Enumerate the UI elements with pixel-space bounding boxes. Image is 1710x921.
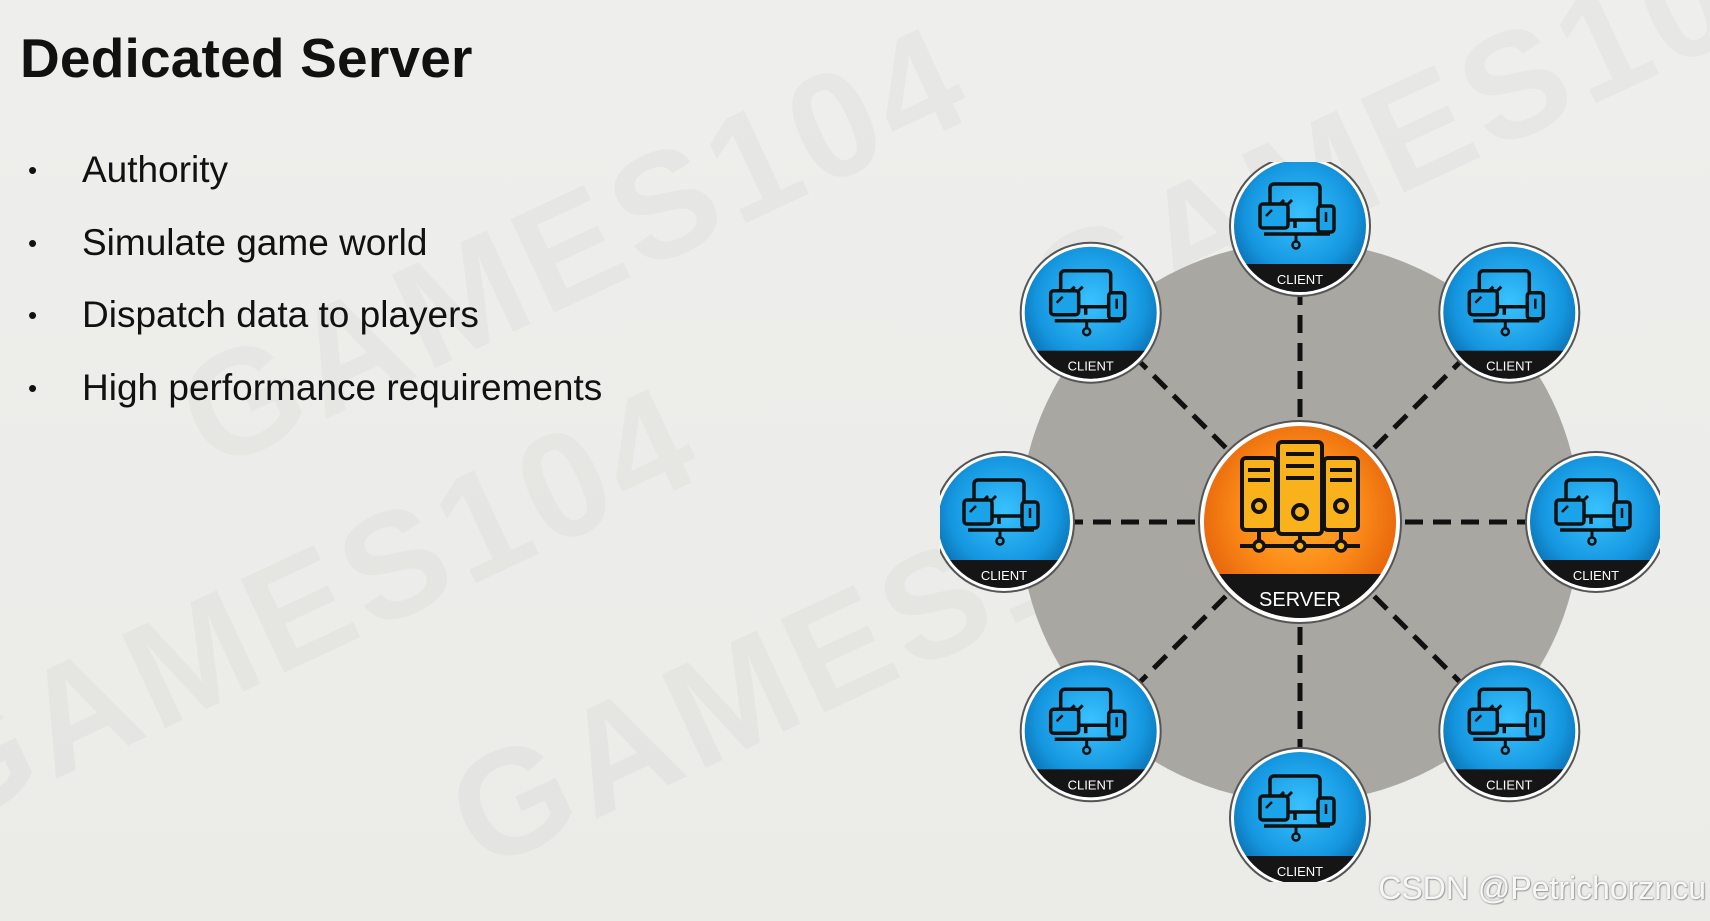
client-node-top: CLIENT bbox=[1229, 162, 1371, 297]
slide-title: Dedicated Server bbox=[20, 27, 473, 89]
client-node-top-right: CLIENT bbox=[1438, 241, 1581, 384]
network-diagram: SERVER CLIENTCLIENTCLIENTCLIENTCLIENTCLI… bbox=[940, 162, 1660, 882]
client-label: CLIENT bbox=[1068, 777, 1114, 792]
bullet-dot-icon: • bbox=[28, 372, 38, 403]
server-label: SERVER bbox=[1259, 589, 1341, 611]
client-label: CLIENT bbox=[1277, 272, 1323, 287]
client-node-bottom: CLIENT bbox=[1229, 747, 1371, 882]
client-nodes: CLIENT CLIENT CLIENT CLIENT CLIENT CLIENT CLIE… bbox=[940, 162, 1660, 882]
watermark: GAMES104 bbox=[0, 349, 725, 864]
client-label: CLIENT bbox=[1068, 359, 1114, 374]
client-label: CLIENT bbox=[981, 568, 1027, 583]
bullet-text: Simulate game world bbox=[82, 221, 428, 263]
client-label: CLIENT bbox=[1486, 359, 1532, 374]
client-node-top-left: CLIENT bbox=[1019, 241, 1162, 384]
client-label: CLIENT bbox=[1573, 568, 1619, 583]
bullet-text: High performance requirements bbox=[82, 366, 603, 408]
client-node-bottom-left: CLIENT bbox=[1019, 660, 1162, 803]
client-label: CLIENT bbox=[1277, 864, 1323, 879]
client-node-right: CLIENT bbox=[1525, 451, 1660, 593]
bullet-text: Authority bbox=[82, 149, 229, 190]
server-node: SERVER bbox=[1198, 420, 1402, 624]
connection-line-top-right bbox=[1372, 360, 1462, 450]
connection-line-top-left bbox=[1138, 360, 1228, 450]
connection-line-bottom-left bbox=[1138, 594, 1228, 684]
bullet-dot-icon: • bbox=[28, 227, 38, 258]
server-rack-icon bbox=[1238, 440, 1362, 553]
connection-lines bbox=[1074, 296, 1526, 748]
client-node-bottom-right: CLIENT bbox=[1438, 660, 1581, 803]
bullet-text: Dispatch data to players bbox=[82, 294, 479, 335]
client-label: CLIENT bbox=[1486, 777, 1532, 792]
bullet-dot-icon: • bbox=[28, 155, 38, 185]
bullet-dot-icon: • bbox=[28, 300, 38, 330]
connection-line-bottom-right bbox=[1372, 594, 1462, 684]
credit-watermark: CSDN @Petrichorzncu bbox=[1378, 870, 1706, 906]
